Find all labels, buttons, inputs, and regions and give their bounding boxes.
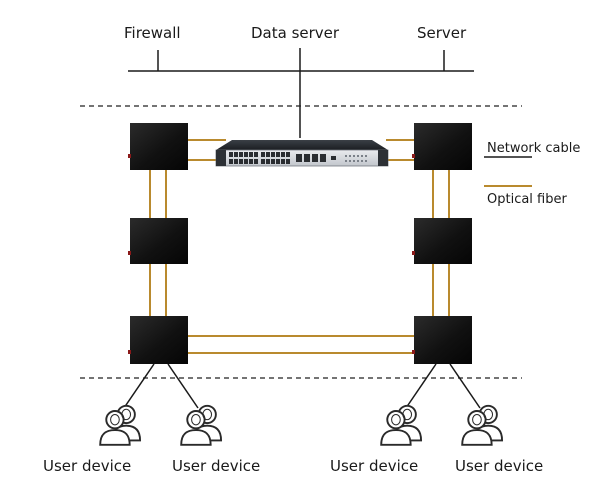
device-right-middle <box>412 218 472 264</box>
cable-user-2 <box>167 363 199 409</box>
label-user-device-3: User device <box>330 457 419 475</box>
device-left-top <box>128 123 188 170</box>
user-icons <box>99 404 504 446</box>
cable-user-1 <box>123 363 155 409</box>
label-user-device-4: User device <box>455 457 544 475</box>
network-switch <box>215 140 389 167</box>
fiber-devices <box>128 123 472 364</box>
label-data-server: Data server <box>251 24 340 42</box>
switch-leds <box>345 155 367 162</box>
label-firewall: Firewall <box>124 24 181 42</box>
device-right-top <box>412 123 472 170</box>
user-cables <box>123 363 481 409</box>
cable-user-4 <box>449 363 481 409</box>
label-user-device-2: User device <box>172 457 261 475</box>
label-user-device-1: User device <box>43 457 132 475</box>
device-left-bottom <box>128 316 188 364</box>
label-server: Server <box>417 24 467 42</box>
top-bus <box>128 48 474 138</box>
device-right-bottom <box>412 316 472 364</box>
switch-ports <box>229 152 336 164</box>
legend-optical-fiber-label: Optical fiber <box>487 192 567 207</box>
user-device-icon-3 <box>380 404 423 446</box>
legend-network-cable-label: Network cable <box>487 141 581 156</box>
cable-user-3 <box>405 363 437 409</box>
user-device-icon-4 <box>461 404 504 446</box>
user-device-icon-1 <box>99 404 142 446</box>
device-left-middle <box>128 218 188 264</box>
user-device-icon-2 <box>180 404 223 446</box>
fiber-links <box>149 139 450 354</box>
